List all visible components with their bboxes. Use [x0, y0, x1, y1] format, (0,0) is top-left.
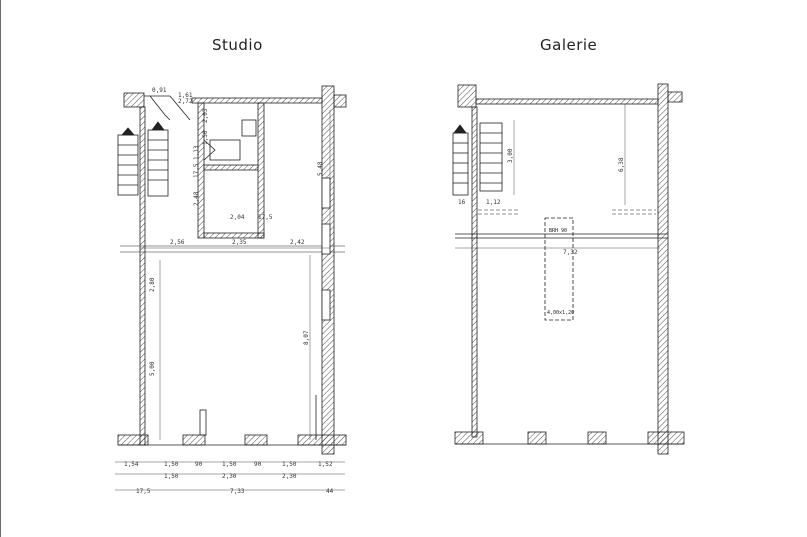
studio-bottom-1-c: 90	[195, 461, 203, 468]
studio-small-vdim-3: 17,5	[193, 163, 200, 178]
galerie-dim-3: 16	[458, 199, 466, 206]
studio-bottom-3-a: 17,5	[136, 488, 151, 495]
studio-row-dim-1: 2,56	[170, 239, 185, 246]
studio-bottom-1-a: 1,54	[124, 461, 139, 468]
studio-plan	[115, 85, 347, 491]
studio-bottom-1-b: 1,50	[164, 461, 179, 468]
studio-bottom-1-d: 1,50	[222, 461, 237, 468]
studio-small-vdim-5: 1,50	[202, 130, 209, 145]
studio-bottom-1-g: 1,52	[318, 461, 333, 468]
galerie-vdim-1: 3,00	[507, 148, 514, 163]
studio-bottom-1-e: 90	[254, 461, 262, 468]
galerie-dim-5: 7,32	[563, 249, 578, 256]
studio-bottom-3-b: 7,33	[230, 488, 245, 495]
studio-small-vdim-1: 1,13	[193, 145, 200, 160]
studio-bottom-2-c: 2,30	[282, 473, 297, 480]
studio-bottom-2-a: 1,50	[164, 473, 179, 480]
studio-vdim-4: 5,00	[149, 361, 156, 376]
studio-bottom-3-c: 44	[326, 488, 334, 495]
studio-vdim-2: 8,07	[303, 330, 310, 345]
studio-vdim-3: 2,80	[149, 277, 156, 292]
studio-small-vdim-2: 2,48	[193, 191, 200, 206]
studio-room-dim-1: 2,04	[230, 214, 245, 221]
studio-row-dim-2: 2,35	[232, 239, 247, 246]
studio-top-dim-2: 1,61	[178, 92, 193, 99]
studio-row-dim-3: 2,42	[290, 239, 305, 246]
galerie-dim-4: 1,12	[486, 199, 501, 206]
studio-room-dim-2: 17,5	[258, 214, 273, 221]
studio-top-dim-1: 0,91	[152, 87, 167, 94]
galerie-plan	[452, 83, 685, 455]
galerie-window-label-1: BRH 90	[549, 228, 567, 234]
studio-top-dim-3: 2,72	[178, 98, 193, 105]
studio-small-vdim-4: 2,03	[202, 108, 209, 123]
studio-title: Studio	[212, 36, 263, 54]
galerie-vdim-2: 6,38	[618, 157, 625, 172]
studio-vdim-1: 5,48	[317, 161, 324, 176]
galerie-title: Galerie	[540, 36, 598, 54]
galerie-window-label-2: 4,00x1,20	[547, 310, 574, 316]
studio-bottom-1-f: 1,50	[282, 461, 297, 468]
studio-bottom-2-b: 2,30	[222, 473, 237, 480]
